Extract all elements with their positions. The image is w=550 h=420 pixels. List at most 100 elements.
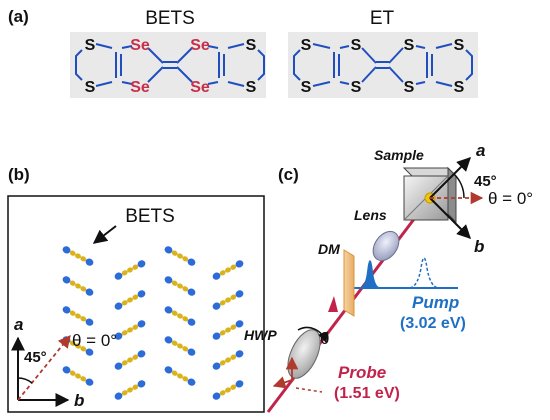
molecule-atom [121, 360, 128, 366]
molecule-atom [69, 370, 76, 376]
molecule-atom [85, 348, 94, 356]
molecule-atom [171, 250, 178, 256]
molecule-pointer-arrow [92, 225, 117, 244]
molecule-atom [114, 272, 123, 280]
molecule-atom [235, 260, 244, 268]
molecule-atom [187, 348, 196, 356]
molecule-atom [171, 370, 178, 376]
molecule-atom [219, 330, 226, 336]
molecule-atom [85, 378, 94, 386]
et-s-4: S [351, 79, 362, 96]
et-box [288, 32, 478, 98]
molecule-atom [62, 306, 71, 314]
molecule-atom [80, 316, 87, 322]
sample-angle-arc [453, 173, 465, 199]
bets-s-bottom-right: S [246, 79, 257, 96]
panel-b-label: (b) [8, 165, 30, 184]
molecule-atom [187, 378, 196, 386]
angle-label: 45° [24, 349, 47, 366]
molecule-atom [69, 310, 76, 316]
molecule-atom [177, 253, 183, 259]
lattice-molecule [114, 380, 146, 400]
molecule-atom [75, 343, 81, 349]
molecule-atom [114, 362, 123, 370]
probe-label: Probe [338, 363, 386, 382]
molecule-atom [85, 258, 94, 266]
molecule-atom [80, 376, 87, 382]
bets-se-3: Se [190, 37, 210, 54]
lattice-molecule [114, 350, 146, 370]
lattice-molecule [164, 306, 196, 326]
et-title: ET [370, 8, 395, 29]
et-s-6: S [404, 79, 415, 96]
molecule-atom [127, 357, 133, 363]
probe-pulse [328, 296, 338, 312]
molecule-atom [137, 380, 146, 388]
molecule-atom [75, 373, 81, 379]
molecule-atom [219, 360, 226, 366]
molecule-atom [121, 390, 128, 396]
molecule-atom [114, 392, 123, 400]
lattice-molecule [164, 276, 196, 296]
lattice-molecule [164, 246, 196, 266]
hwp-rotation-arrow [297, 326, 329, 343]
molecule-atom [177, 313, 183, 319]
crystal-molecule-label: BETS [125, 206, 175, 227]
molecule-atom [62, 366, 71, 374]
molecule-atom [225, 267, 231, 273]
pump-label: Pump [412, 293, 459, 312]
bets-box [70, 32, 266, 98]
molecule-atom [230, 294, 237, 300]
dichroic-mirror [343, 249, 355, 317]
molecule-atom [171, 310, 178, 316]
molecule-atom [187, 288, 196, 296]
molecule-atom [137, 320, 146, 328]
panel-c-label: (c) [278, 165, 299, 184]
molecule-atom [127, 387, 133, 393]
molecule-atom [230, 264, 237, 270]
dm-label: DM [318, 241, 340, 257]
molecule-atom [182, 376, 189, 382]
pump-energy-label: (3.02 eV) [400, 315, 466, 332]
et-s-2: S [301, 79, 312, 96]
lattice-molecule [62, 246, 94, 266]
molecule-atom [121, 330, 128, 336]
molecule-atom [212, 362, 221, 370]
molecule-atom [230, 354, 237, 360]
molecule-atom [225, 297, 231, 303]
molecule-atom [182, 346, 189, 352]
lattice-molecule [212, 320, 244, 340]
molecule-atom [132, 324, 139, 330]
molecule-atom [187, 258, 196, 266]
molecule-atom [132, 384, 139, 390]
et-molecule: ET S S S S S S S [288, 8, 478, 98]
bets-s-bottom-left: S [85, 79, 96, 96]
molecule-atom [219, 390, 226, 396]
molecule-atom [80, 256, 87, 262]
molecule-atom [80, 286, 87, 292]
molecule-atom [114, 332, 123, 340]
bets-s-top-right: S [246, 37, 257, 54]
bets-se-1: Se [130, 37, 150, 54]
molecule-atom [121, 300, 128, 306]
lattice-molecule [212, 350, 244, 370]
molecule-atom [62, 246, 71, 254]
molecule-atom [137, 260, 146, 268]
lattice-molecule [164, 336, 196, 356]
et-s-5: S [404, 37, 415, 54]
lattice-molecule [62, 306, 94, 326]
molecule-atom [137, 290, 146, 298]
molecule-atom [219, 270, 226, 276]
sample-axis-b-label: b [474, 237, 484, 256]
sample-theta-label: θ = 0° [488, 189, 533, 208]
hwp-label: HWP [244, 327, 277, 343]
molecule-atom [132, 264, 139, 270]
et-s-1: S [301, 37, 312, 54]
sample-axis-a-arrow [429, 157, 471, 199]
probe-energy-label: (1.51 eV) [334, 385, 400, 402]
molecule-atom [137, 350, 146, 358]
molecule-atom [75, 313, 81, 319]
polarization-dashed-arrow [17, 335, 71, 401]
pump-pulse-dashed [409, 257, 439, 289]
molecule-atom [164, 366, 173, 374]
